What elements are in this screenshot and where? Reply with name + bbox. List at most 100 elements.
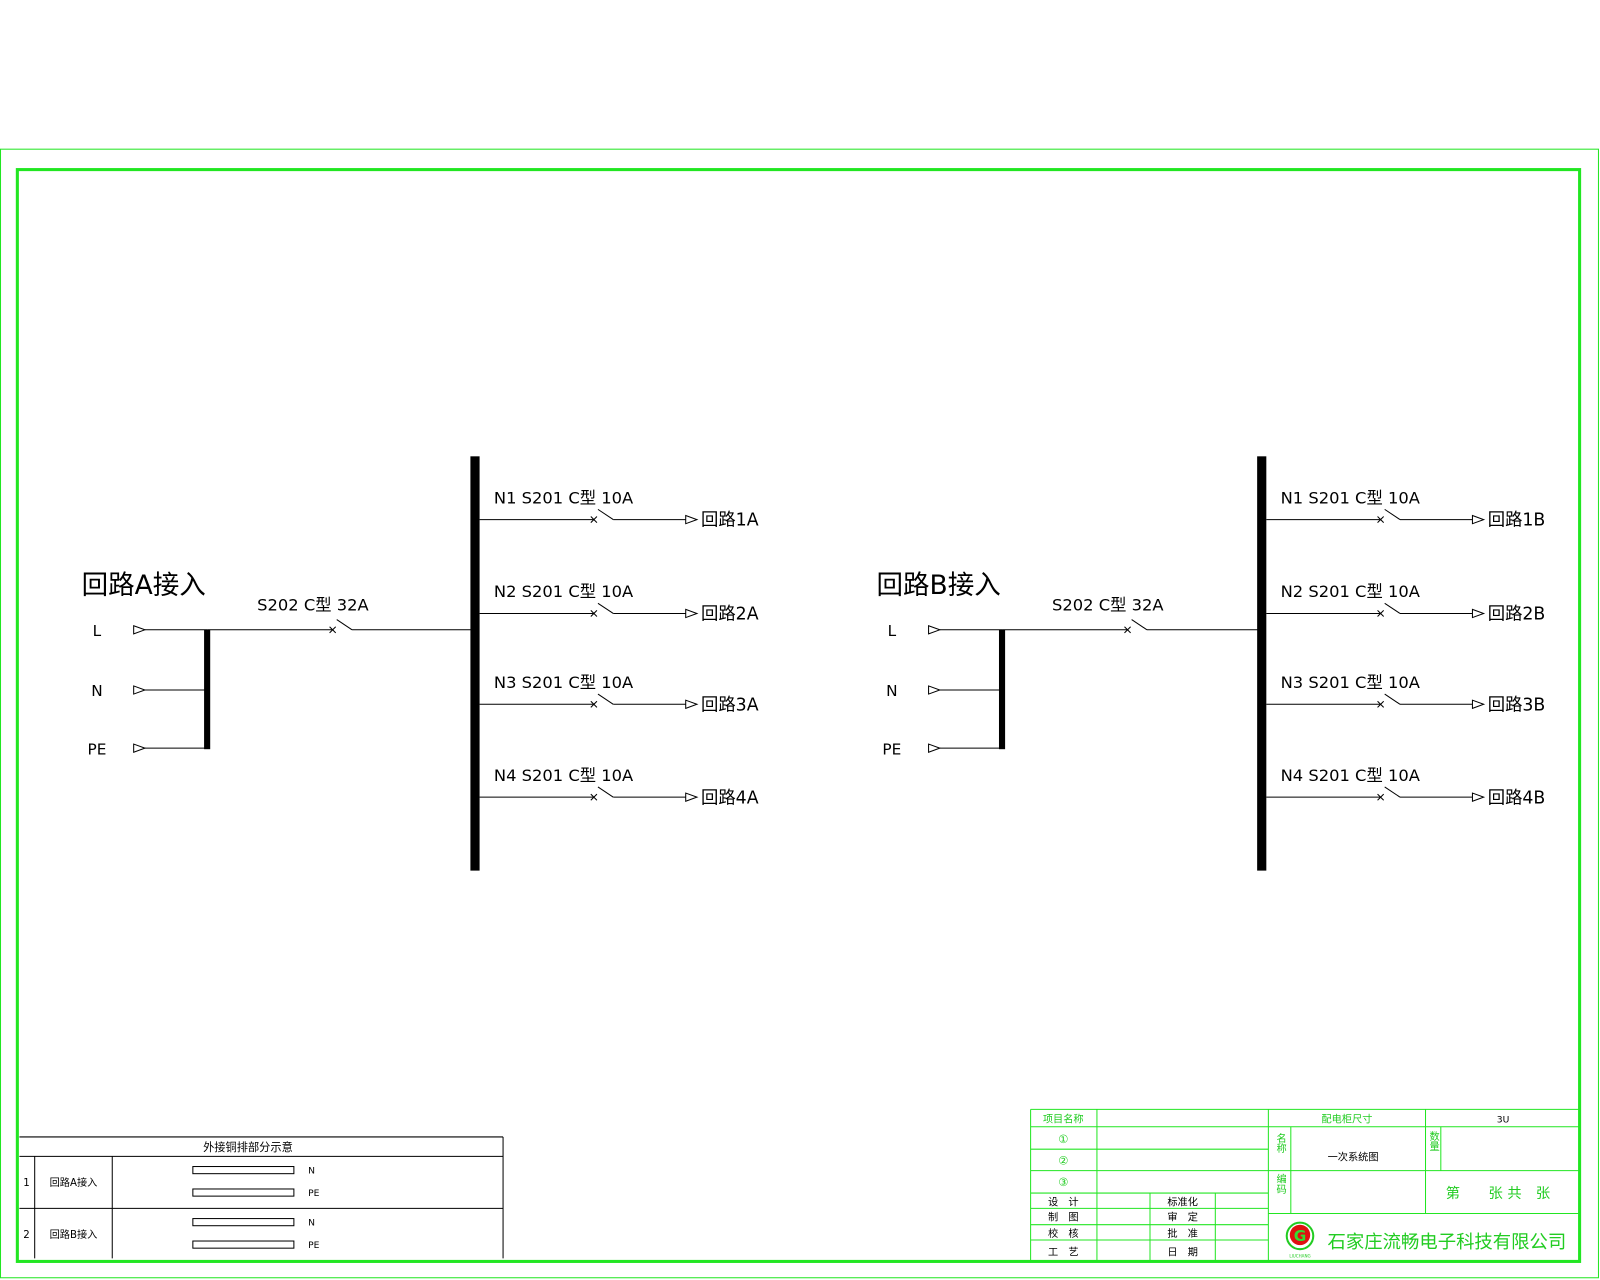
branch-circuit: N2 S201 C型 10A 回路2B: [1266, 582, 1546, 625]
cabinet-size-value: 3U: [1497, 1115, 1510, 1126]
logo-caption: LIUCHANG: [1289, 1253, 1310, 1258]
title-block-grid: [1030, 1108, 1580, 1262]
breaker-x-mark: [590, 610, 598, 617]
terminal-arrow-icon: [685, 608, 699, 619]
name-value: 一次系统图: [1328, 1150, 1379, 1163]
item-1: ①: [1058, 1133, 1068, 1146]
branch-breaker-label: N1 S201 C型 10A: [494, 488, 634, 507]
busbar-bar-pe: [192, 1240, 295, 1249]
logo-letter: G: [1294, 1227, 1307, 1245]
sign-label-left: 设 计: [1048, 1195, 1079, 1208]
branch-target-label: 回路4A: [701, 788, 759, 808]
phase-label-l: L: [888, 622, 897, 640]
breaker-blade: [336, 619, 353, 631]
main-busbar: [1257, 456, 1267, 871]
breaker-blade: [597, 602, 614, 614]
main-breaker-label: S202 C型 32A: [1052, 595, 1164, 614]
breaker-symbol: [590, 786, 614, 801]
branch-target-label: 回路1A: [701, 511, 759, 531]
breaker-blade: [1384, 602, 1401, 614]
branch-breaker-label: N4 S201 C型 10A: [494, 766, 634, 785]
breaker-blade: [1131, 619, 1148, 631]
breaker-x-mark: [329, 626, 337, 634]
terminal-arrow-icon: [133, 743, 147, 753]
breaker-symbol: [590, 693, 614, 708]
outer-frame: [0, 148, 1599, 1279]
phase-label-l: L: [93, 622, 102, 640]
branch-target-label: 回路2A: [701, 605, 759, 625]
breaker-x-mark: [590, 700, 598, 708]
branch-breaker-label: N3 S201 C型 10A: [494, 673, 634, 692]
project-name-label: 项目名称: [1043, 1113, 1084, 1126]
branch-breaker-label: N4 S201 C型 10A: [1281, 766, 1421, 785]
company-name: 石家庄流畅电子科技有限公司: [1328, 1232, 1567, 1253]
company-logo: G LIUCHANG: [1285, 1221, 1315, 1258]
terminal-arrow-icon: [133, 624, 147, 635]
title-block: 项目名称 ① ② ③ 配电柜尺寸 3U 名称 一次系统图 数量 编码 第 张 共…: [1030, 1108, 1580, 1262]
busbar-table-title: 外接铜排部分示意: [203, 1140, 293, 1154]
terminal-arrow-icon: [1471, 699, 1486, 710]
breaker-x-mark: [1377, 516, 1385, 524]
phase-label-n: N: [886, 682, 897, 700]
input-busbar: [204, 629, 211, 750]
breaker-symbol: [590, 602, 614, 617]
terminal-arrow-icon: [1471, 608, 1486, 619]
main-breaker-label: S202 C型 32A: [257, 595, 369, 614]
circuit-section-a: 回路A接入 L N PE S202 C型 32A N1 S201 C型 10A 回路1A N2…: [82, 456, 759, 871]
terminal-arrow-icon: [1471, 792, 1486, 802]
branch-breaker-label: N2 S201 C型 10A: [494, 582, 634, 601]
breaker-x-mark: [1377, 793, 1385, 801]
code-label: 编码: [1274, 1173, 1286, 1195]
branch-target-label: 回路1B: [1488, 511, 1546, 531]
branch-circuit: N2 S201 C型 10A 回路2A: [479, 582, 759, 625]
terminal-arrow-icon: [133, 685, 147, 695]
busbar-bar-pe: [192, 1188, 295, 1197]
item-2: ②: [1058, 1154, 1068, 1167]
sign-label-left: 校 核: [1048, 1227, 1079, 1240]
breaker-blade: [597, 508, 614, 521]
main-busbar: [470, 456, 480, 871]
terminal-arrow-icon: [685, 792, 699, 802]
breaker-symbol: [1377, 786, 1401, 801]
busbar-bar-label: N: [308, 1218, 315, 1229]
inner-frame: [15, 168, 1582, 1263]
busbar-bar-label: PE: [308, 1240, 320, 1251]
breaker-x-mark: [1377, 610, 1385, 617]
branch-target-label: 回路2B: [1488, 605, 1546, 625]
terminal-arrow-icon: [1471, 514, 1486, 525]
sign-label-right: 标准化: [1167, 1195, 1198, 1208]
breaker-blade: [1384, 508, 1401, 521]
breaker-blade: [597, 786, 614, 798]
terminal-arrow-icon: [685, 699, 699, 710]
terminal-arrow-icon: [685, 514, 699, 525]
branch-circuit: N4 S201 C型 10A 回路4A: [479, 766, 759, 808]
circuit-sections: 回路A接入 L N PE S202 C型 32A N1 S201 C型 10A 回路1A N2…: [82, 456, 1546, 871]
breaker-symbol: [1377, 693, 1401, 708]
row-name: 回路B接入: [50, 1228, 98, 1241]
branch-breaker-label: N2 S201 C型 10A: [1281, 582, 1421, 601]
branch-target-label: 回路3B: [1488, 695, 1546, 715]
item-3: ③: [1058, 1176, 1068, 1189]
input-busbar: [998, 629, 1006, 750]
breaker-blade: [597, 693, 614, 705]
phase-label-pe: PE: [87, 740, 106, 758]
breaker-blade: [1384, 786, 1401, 798]
row-index: 2: [23, 1230, 29, 1241]
breaker-symbol: [329, 619, 353, 634]
breaker-blade: [1384, 693, 1401, 705]
breaker-x-mark: [590, 793, 598, 801]
busbar-bar-n: [192, 1166, 295, 1175]
section-title: 回路A接入: [82, 570, 206, 601]
phase-label-n: N: [91, 682, 102, 700]
breaker-x-mark: [590, 516, 598, 524]
breaker-x-mark: [1377, 700, 1385, 708]
phase-label-pe: PE: [882, 740, 901, 758]
